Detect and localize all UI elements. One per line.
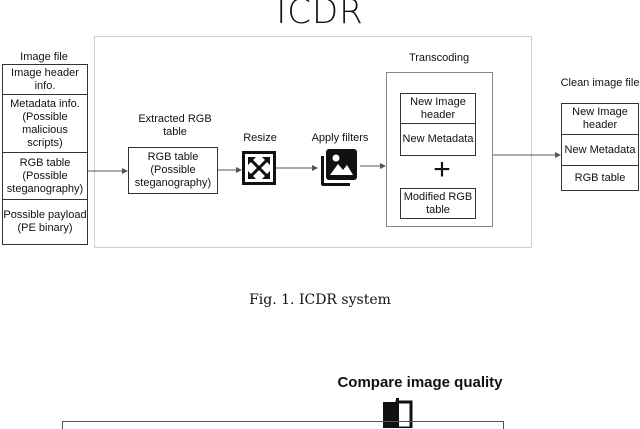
resize-label: Resize	[243, 132, 277, 144]
figure2-frame-top	[62, 421, 504, 429]
modified-rgb-cell: Modified RGB table	[400, 188, 476, 219]
image-header-cell: Image header info.	[2, 64, 88, 95]
figure-title: ICDR	[276, 0, 364, 32]
clean-rgb-cell: RGB table	[561, 165, 639, 191]
new-image-header-cell: New Image header	[400, 93, 476, 124]
extracted-label: Extracted RGB table	[138, 113, 212, 138]
compare-title: Compare image quality	[337, 374, 503, 391]
rgb-table-cell: RGB table (Possible steganography)	[2, 152, 88, 200]
clean-header-cell: New Image header	[561, 103, 639, 135]
transcoding-box	[386, 72, 493, 227]
transcoding-header-stack: New Image header New Metadata	[400, 93, 476, 156]
image-file-stack: Image header info. Metadata info. (Possi…	[2, 64, 88, 245]
image-filter-icon	[321, 149, 357, 186]
payload-cell: Possible payload (PE binary)	[2, 199, 88, 245]
transcoding-label: Transcoding	[408, 52, 470, 64]
apply-filters-label: Apply filters	[311, 132, 369, 144]
plus-sign: +	[433, 153, 451, 186]
new-metadata-cell: New Metadata	[400, 123, 476, 156]
image-file-label: Image file	[20, 51, 68, 63]
system-panel	[94, 36, 532, 248]
clean-image-label: Clean image file	[560, 77, 640, 89]
extracted-rgb-box: RGB table (Possible steganography)	[128, 147, 218, 194]
clean-image-stack: New Image header New Metadata RGB table	[561, 103, 639, 191]
figure-caption: Fig. 1. ICDR system	[249, 292, 391, 308]
resize-icon	[242, 151, 276, 185]
clean-metadata-cell: New Metadata	[561, 134, 639, 166]
